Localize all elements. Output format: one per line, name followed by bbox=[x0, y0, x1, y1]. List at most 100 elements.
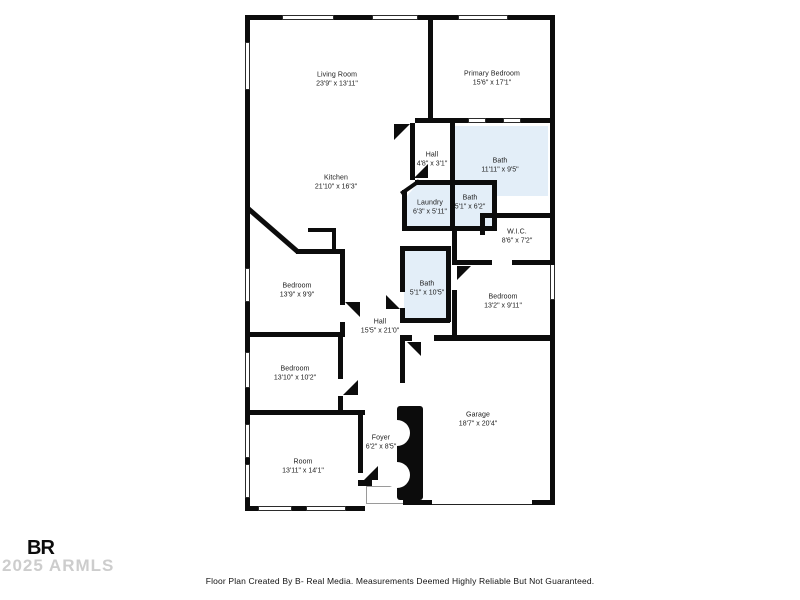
wall-small-bath-bottom bbox=[452, 226, 497, 231]
door-swing bbox=[364, 466, 378, 480]
room-name: Living Room bbox=[316, 71, 358, 79]
room-label-primary-bedroom: Primary Bedroom 15'6" x 17'1" bbox=[464, 70, 520, 89]
door-swing bbox=[457, 266, 471, 280]
room-dims: 21'10" x 16'3" bbox=[314, 184, 358, 191]
window bbox=[245, 424, 250, 458]
room-label-wic: W.I.C. 8'6" x 7'2" bbox=[502, 228, 533, 247]
room-name: Bath bbox=[419, 280, 435, 288]
window bbox=[282, 15, 334, 20]
wall-kitchen-diagonal bbox=[245, 206, 300, 254]
wall-bedroom2-right bbox=[338, 337, 343, 379]
wall-foyer-entry bbox=[358, 480, 372, 486]
wall-hall-bath-left2 bbox=[400, 308, 405, 322]
room-dims: 13'2" x 9'11" bbox=[484, 303, 522, 310]
small-bath-fill bbox=[452, 184, 494, 227]
room-name: W.I.C. bbox=[507, 228, 527, 236]
wall-bedroom-right-left bbox=[452, 290, 457, 340]
room-name: Bedroom bbox=[488, 293, 518, 301]
window bbox=[245, 268, 250, 302]
door-swing bbox=[386, 295, 400, 309]
room-name: Garage bbox=[466, 411, 490, 419]
wall-hall-left bbox=[410, 123, 415, 180]
wall-bedroom1-bottom bbox=[245, 332, 345, 337]
garage-door bbox=[432, 500, 532, 505]
room-label-bedroom-left2: Bedroom 13'10" x 10'2" bbox=[274, 365, 316, 384]
wall-bedroom1-right2 bbox=[340, 322, 345, 336]
door-swing bbox=[407, 342, 421, 356]
room-label-kitchen: Kitchen 21'10" x 16'3" bbox=[315, 174, 357, 193]
wall-room-bottom bbox=[245, 506, 365, 511]
door-opening bbox=[492, 260, 512, 265]
room-dims: 13'11" x 14'1" bbox=[282, 468, 324, 475]
room-dims: 11'11" x 9'5" bbox=[481, 167, 519, 174]
window bbox=[306, 506, 346, 511]
foyer-niche-curve bbox=[384, 462, 410, 488]
wall-hall-foyer bbox=[400, 341, 405, 383]
room-name: Kitchen bbox=[323, 174, 349, 182]
wall-wic-left bbox=[480, 213, 485, 235]
room-name: Room bbox=[293, 458, 313, 466]
room-name: Hall bbox=[425, 151, 439, 159]
window bbox=[245, 464, 250, 498]
wall-hall-bath-divider bbox=[450, 123, 455, 185]
room-dims: 8'6" x 7'2" bbox=[501, 238, 533, 245]
wall-laundry-top bbox=[415, 180, 497, 185]
room-dims: 6'2" x 8'5" bbox=[365, 444, 397, 451]
wall-hall-bath-bottom bbox=[400, 318, 450, 323]
room-dims: 15'6" x 17'1" bbox=[472, 80, 512, 87]
watermark-year-text: 2025 ARMLS bbox=[2, 556, 115, 575]
room-name: Hall bbox=[373, 318, 387, 326]
wall-bedroom1-top bbox=[296, 249, 344, 254]
room-label-bedroom-left1: Bedroom 13'9" x 9'9" bbox=[280, 282, 315, 301]
hall-bath-fill bbox=[404, 251, 448, 319]
wall-hall-bath-right bbox=[446, 246, 451, 322]
wall-bedroom1-right bbox=[340, 249, 345, 305]
footer-disclaimer: Floor Plan Created By B- Real Media. Mea… bbox=[205, 576, 595, 586]
room-dims: 5'1" x 6'2" bbox=[454, 204, 486, 211]
wall-small-bath-right bbox=[492, 182, 497, 231]
window bbox=[458, 15, 508, 20]
wall-bedroom2-bottom bbox=[245, 410, 365, 415]
room-label-hall-small: Hall 4'8" x 3'1" bbox=[417, 151, 448, 170]
wall-wic-top bbox=[480, 213, 550, 218]
room-dims: 5'1" x 10'5" bbox=[409, 290, 445, 297]
kitchen-counter-stub bbox=[308, 228, 336, 232]
room-label-living-room: Living Room 23'9" x 13'11" bbox=[316, 71, 358, 90]
room-label-small-bath: Bath 5'1" x 6'2" bbox=[455, 194, 486, 213]
kitchen-counter-stub bbox=[332, 232, 336, 252]
wall-bedroom2-right2 bbox=[338, 396, 343, 414]
door-opening bbox=[412, 335, 434, 341]
room-label-laundry: Laundry 6'3" x 5'11" bbox=[413, 199, 447, 218]
room-label-foyer: Foyer 6'2" x 8'5" bbox=[366, 434, 397, 453]
room-dims: 13'10" x 10'2" bbox=[273, 375, 317, 382]
laundry-fill bbox=[404, 182, 458, 228]
window bbox=[372, 15, 418, 20]
brand-logo: BR bbox=[27, 537, 55, 559]
room-name: Primary Bedroom bbox=[464, 70, 520, 78]
door-swing bbox=[345, 302, 360, 317]
room-name: Laundry bbox=[416, 199, 443, 207]
room-dims: 18'7" x 20'4" bbox=[458, 421, 498, 428]
wall-laundry-left bbox=[402, 190, 407, 230]
window bbox=[245, 42, 250, 90]
room-label-hall-main: Hall 15'5" x 21'0" bbox=[361, 318, 399, 337]
wall-exterior-left bbox=[245, 15, 250, 511]
wall-laundry-bath-divider bbox=[450, 185, 455, 231]
room-dims: 13'9" x 9'9" bbox=[279, 292, 315, 299]
room-name: Foyer bbox=[371, 434, 391, 442]
room-dims: 4'8" x 3'1" bbox=[416, 161, 448, 168]
room-name: Bath bbox=[462, 194, 478, 202]
foyer-niche-curve bbox=[384, 420, 410, 446]
wall-room-right bbox=[358, 415, 363, 473]
room-label-garage: Garage 18'7" x 20'4" bbox=[459, 411, 497, 430]
room-dims: 23'9" x 13'11" bbox=[316, 81, 358, 88]
door-swing bbox=[343, 380, 358, 395]
room-label-hall-bath: Bath 5'1" x 10'5" bbox=[410, 280, 445, 299]
room-name: Bedroom bbox=[282, 282, 312, 290]
door-swing bbox=[394, 124, 410, 140]
wall-wic-left-lower bbox=[452, 230, 457, 264]
wall-bedroom-right-bottom bbox=[400, 335, 555, 341]
room-label-primary-bath: Bath 11'11" x 9'5" bbox=[481, 157, 518, 176]
room-name: Bedroom bbox=[280, 365, 310, 373]
